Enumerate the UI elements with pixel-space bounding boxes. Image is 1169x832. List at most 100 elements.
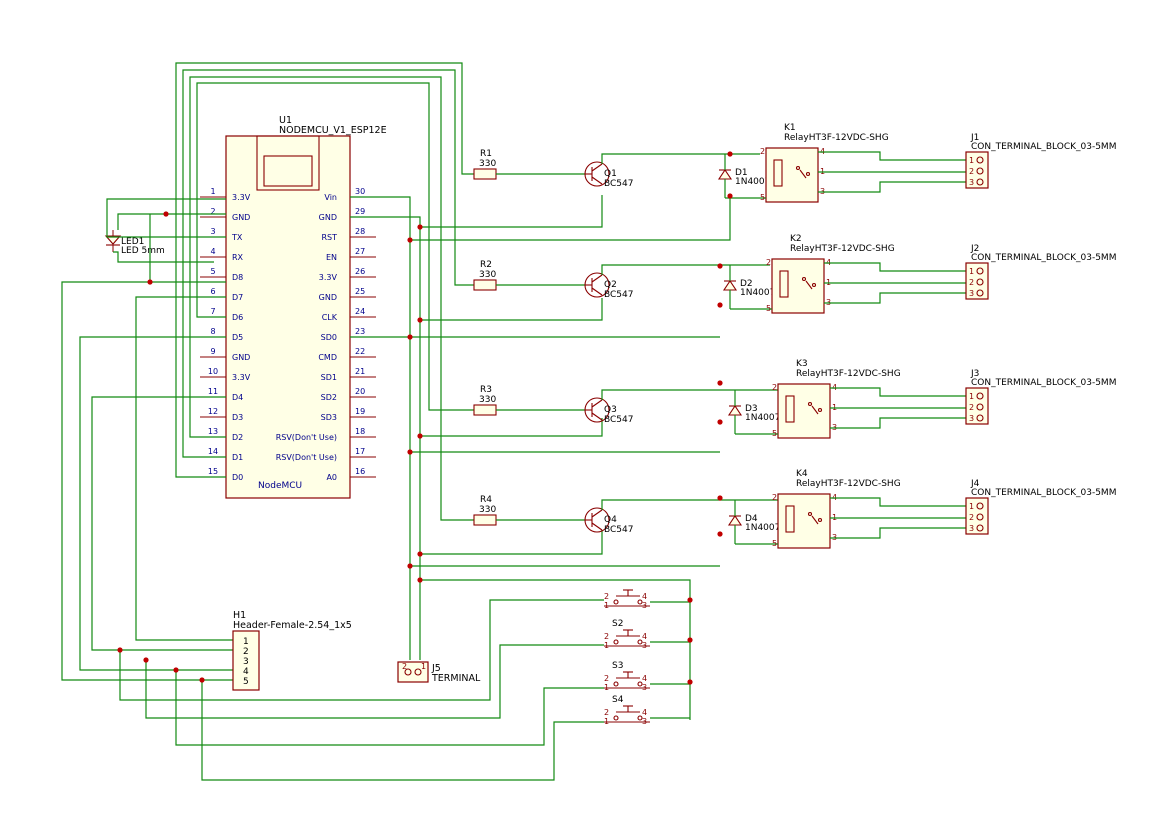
relay-pin: 2 [760, 147, 765, 156]
j5-value: TERMINAL [431, 673, 481, 684]
h1-pin-number: 3 [243, 657, 249, 667]
u1-pin-name: SD0 [321, 333, 337, 342]
terminal-value: CON_TERMINAL_BLOCK_03-5MM [971, 488, 1116, 498]
transistor-value: BC547 [604, 525, 633, 535]
u1-pin-name: CMD [318, 353, 337, 362]
junction-dot [687, 637, 693, 643]
u1-pin-number: 30 [355, 187, 365, 196]
relay-value: RelayHT3F-12VDC-SHG [796, 369, 901, 379]
u1-pin-name: TX [231, 233, 243, 242]
u1-pin-name: D8 [232, 273, 243, 282]
u1-pin-number: 16 [355, 467, 365, 476]
u1-pin-name: D5 [232, 333, 243, 342]
switch-pin: 3 [642, 641, 647, 650]
u1-pin-name: GND [232, 353, 250, 362]
junction-dot [147, 279, 153, 285]
resistor-ref: R4 [480, 495, 492, 505]
relay-ref: K4 [796, 469, 808, 479]
header-h1[interactable]: H1 Header-Female-2.54_1x5 [232, 610, 352, 691]
relay-value: RelayHT3F-12VDC-SHG [790, 244, 895, 254]
j5-pin-2: 2 [402, 662, 407, 671]
u1-pin-number: 20 [355, 387, 365, 396]
terminal-value: CON_TERMINAL_BLOCK_03-5MM [971, 253, 1116, 263]
terminal-ref: J4 [970, 479, 980, 489]
junction-dot [687, 679, 693, 685]
resistor-ref: R1 [480, 149, 492, 159]
u1-pin-number: 5 [210, 267, 215, 276]
u1-pin-number: 25 [355, 287, 365, 296]
u1-pin-name: Vin [324, 193, 337, 202]
switch-pin: 3 [642, 717, 647, 726]
relay-ref: K2 [790, 234, 802, 244]
switch-pin: 2 [604, 592, 609, 601]
u1-pin-number: 3 [210, 227, 215, 236]
u1-pin-name: GND [232, 213, 250, 222]
relay-channel-4: R4330Q4BC547D41N4007W25413K4RelayHT3F-12… [473, 469, 1116, 549]
switch-pin: 1 [604, 641, 609, 650]
u1-pin-number: 8 [210, 327, 215, 336]
relay-pin: 5 [772, 429, 777, 438]
switch-pin: 4 [642, 674, 647, 683]
h1-value: Header-Female-2.54_1x5 [233, 620, 352, 631]
switch-ref: S3 [612, 661, 623, 671]
resistor-value: 330 [479, 159, 496, 169]
junction-dot [727, 193, 733, 199]
terminal-pin: 3 [969, 414, 974, 423]
relay-pin: 5 [772, 539, 777, 548]
junction-dot [199, 677, 205, 683]
relay-value: RelayHT3F-12VDC-SHG [784, 133, 889, 143]
u1-pin-number: 2 [210, 207, 215, 216]
u1-pin-number: 28 [355, 227, 365, 236]
junction-dot [417, 317, 423, 323]
u1-left-pins: 13.3V2GND3TX4RX5D86D77D68D59GND103.3V11D… [200, 187, 251, 482]
terminal-j5[interactable]: 2 1 J5 TERMINAL [397, 661, 481, 684]
terminal-ref: J1 [970, 133, 979, 143]
terminal-pin: 1 [969, 156, 974, 165]
junction-dot [417, 433, 423, 439]
relay-value: RelayHT3F-12VDC-SHG [796, 479, 901, 489]
junction-dot [407, 563, 413, 569]
u1-pin-name: CLK [322, 313, 338, 322]
nodemcu-module[interactable]: U1 NODEMCU_V1_ESP12E NodeMCU [225, 115, 387, 499]
u1-pin-number: 27 [355, 247, 365, 256]
transistor-ref: Q4 [604, 515, 617, 525]
u1-pin-number: 9 [210, 347, 215, 356]
resistor-value: 330 [479, 395, 496, 405]
diode-ref: D3 [745, 404, 758, 414]
switch-pin: 2 [604, 674, 609, 683]
junction-dot [417, 224, 423, 230]
u1-pin-name: SD1 [321, 373, 337, 382]
h1-pin-number: 5 [243, 677, 249, 687]
terminal-pin: 3 [969, 524, 974, 533]
u1-pin-name: 3.3V [319, 273, 338, 282]
resistor-ref: R3 [480, 385, 492, 395]
led1[interactable]: LED1 LED 5mm [104, 213, 214, 263]
u1-pin-number: 18 [355, 427, 365, 436]
u1-pin-name: SD3 [321, 413, 337, 422]
